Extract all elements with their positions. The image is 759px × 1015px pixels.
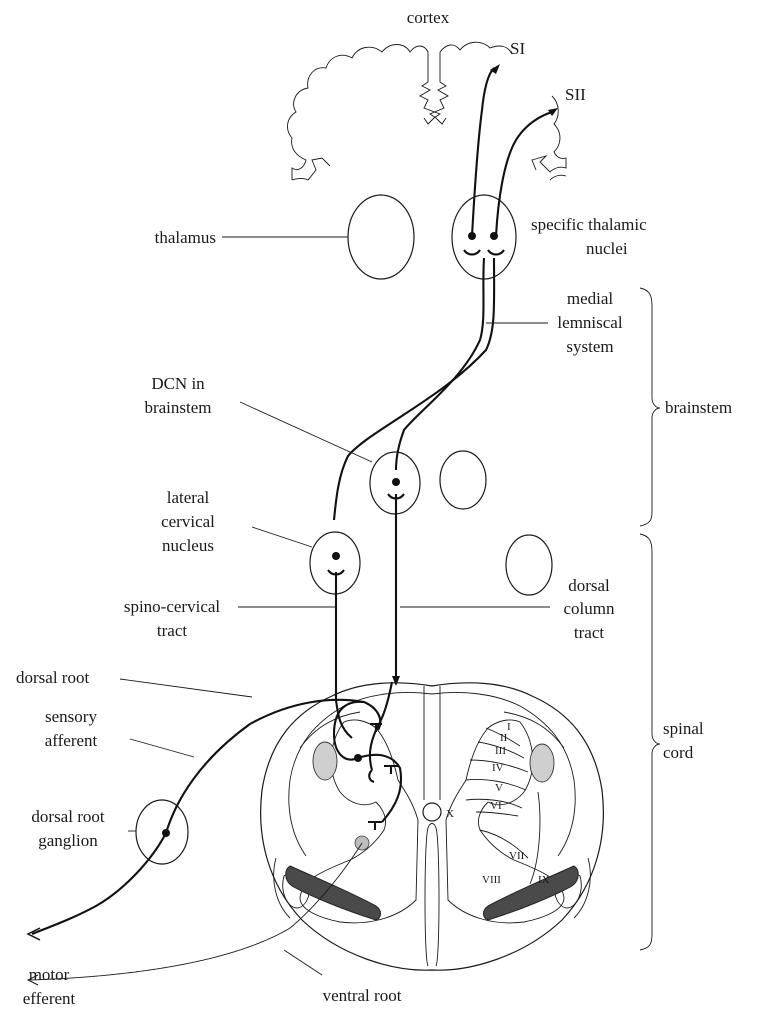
- brainstem-nucleus-ellipse: [440, 451, 486, 509]
- spinal-cord-section: [261, 683, 604, 970]
- dorsal-root-afferent: [166, 700, 380, 833]
- lcn-leader: [252, 527, 312, 547]
- lamina-vii-label: VII: [509, 850, 525, 862]
- dorsal-column-label-line3: tract: [574, 623, 604, 642]
- branch-terminal: [369, 770, 374, 782]
- dorsal-root-ganglion-ellipse: [136, 800, 188, 864]
- right-brainstem-ellipse: [506, 535, 552, 595]
- sensory-afferent-label-line1: sensory: [45, 707, 97, 726]
- cortex-outline: [287, 42, 566, 180]
- lamina-iv-label: IV: [492, 762, 504, 774]
- ventral-root-efferent: [30, 843, 362, 980]
- specific-thalamic-label-line2: nuclei: [586, 239, 628, 258]
- medial-label-line2: lemniscal: [557, 313, 622, 332]
- drg-label-line1: dorsal root: [31, 807, 104, 826]
- thalamus-ellipse: [348, 195, 414, 279]
- sensory-afferent-label-line2: afferent: [45, 731, 98, 750]
- left-motor-column: [286, 866, 381, 920]
- lamina-viii-label: VIII: [482, 874, 501, 886]
- spinal-cord-label-line2: cord: [663, 743, 694, 762]
- dorsal-horn-synapse-dot: [354, 754, 362, 762]
- dorsal-column-label-line1: dorsal: [568, 576, 610, 595]
- thalamus-label: thalamus: [155, 228, 216, 247]
- lamina-x-label: X: [446, 808, 454, 820]
- lamina-vi-label: VI: [490, 800, 502, 812]
- ventral-root-leader: [284, 950, 322, 975]
- medial-label-line1: medial: [567, 289, 614, 308]
- spino-cervical-label-line2: tract: [157, 621, 187, 640]
- si-projection: [472, 68, 494, 236]
- rexed-laminae: I II III IV V VI VII VIII IX X: [446, 721, 550, 886]
- ventral-terminal: [368, 822, 382, 830]
- cortex-label: cortex: [407, 8, 450, 27]
- lamina-v-label: V: [495, 782, 503, 794]
- lamina-i-label: I: [507, 721, 511, 733]
- sensory-afferent-leader: [130, 739, 194, 757]
- spino-cervical-label-line1: spino-cervical: [124, 597, 221, 616]
- motor-efferent-label-line1: motor: [29, 965, 70, 984]
- lcn-label-line3: nucleus: [162, 536, 214, 555]
- dorsal-root-label: dorsal root: [16, 668, 89, 687]
- sii-label: SII: [565, 85, 586, 104]
- lamina-iii-label: III: [495, 745, 506, 757]
- central-canal: [423, 803, 441, 821]
- lcn-label-line1: lateral: [167, 488, 210, 507]
- brainstem-label: brainstem: [665, 398, 732, 417]
- thalamic-synapse-dot-right: [490, 232, 498, 240]
- dorsal-root-leader: [120, 679, 252, 697]
- right-lateral-shaded-region: [530, 744, 554, 782]
- specific-thalamic-label-line1: specific thalamic: [531, 215, 647, 234]
- motor-efferent-label-line2: efferent: [23, 989, 76, 1008]
- thalamic-terminals: [464, 250, 504, 255]
- dcn-label-line1: DCN in: [151, 374, 205, 393]
- spinal-cord-label-line1: spinal: [663, 719, 704, 738]
- spinal-cord-brace: [640, 534, 660, 950]
- brainstem-brace: [640, 288, 660, 526]
- dcn-label-line2: brainstem: [144, 398, 211, 417]
- si-label: SI: [510, 39, 525, 58]
- lcn-synapse-dot: [332, 552, 340, 560]
- dcn-leader: [240, 402, 372, 462]
- left-lateral-shaded-region: [313, 742, 337, 780]
- lcn-label-line2: cervical: [161, 512, 215, 531]
- dcn-synapse-dot: [392, 478, 400, 486]
- lamina-ii-label: II: [500, 732, 508, 744]
- ventral-root-label: ventral root: [323, 986, 402, 1005]
- dorsal-column-label-line2: column: [564, 599, 615, 618]
- medial-label-line3: system: [566, 337, 613, 356]
- lamina-ix-label: IX: [538, 874, 550, 886]
- drg-label-line2: ganglion: [38, 831, 98, 850]
- lateral-projection: [334, 258, 494, 520]
- drg-soma: [162, 829, 170, 837]
- thalamic-synapse-dot-left: [468, 232, 476, 240]
- labels: cortex SI SII thalamus specific thalamic…: [16, 8, 732, 1008]
- neural-pathways: [28, 64, 558, 985]
